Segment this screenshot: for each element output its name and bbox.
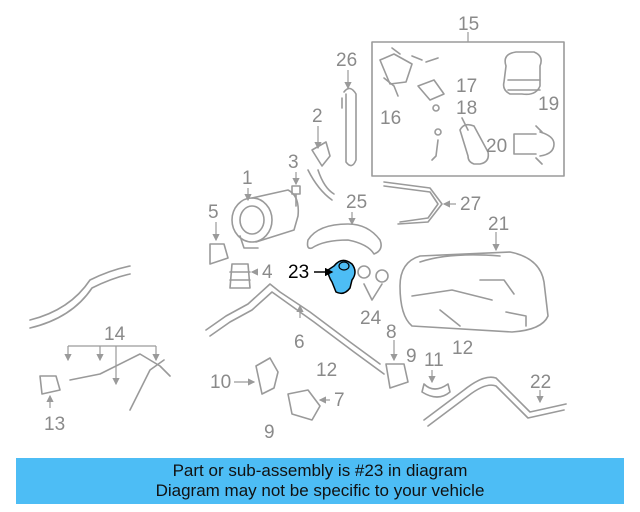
callout-9-lower: 9 <box>264 422 275 443</box>
callout-22: 22 <box>530 372 551 393</box>
part-25-hose <box>306 212 382 255</box>
callout-20: 20 <box>486 136 507 157</box>
callout-3: 3 <box>288 152 299 173</box>
part-10-bracket <box>234 357 279 395</box>
part-11-elbow <box>421 370 451 398</box>
callout-17: 17 <box>456 76 477 97</box>
part-1-air-pump <box>231 188 300 249</box>
parts-diagram: 15 26 17 16 18 19 20 2 3 1 27 25 21 5 4 … <box>29 14 567 443</box>
part-13-valve <box>39 375 61 408</box>
callout-6: 6 <box>294 332 305 353</box>
callout-13: 13 <box>44 414 65 435</box>
part-4-valve <box>229 263 258 289</box>
caption-line-2: Diagram may not be specific to your vehi… <box>155 481 485 500</box>
part-27-hose <box>383 181 456 225</box>
callout-26: 26 <box>336 50 357 71</box>
part-26-tube <box>341 70 357 167</box>
part-8-valve <box>385 340 409 389</box>
callout-27: 27 <box>460 194 481 215</box>
part-2-clamp <box>307 126 335 201</box>
part-21-reservoir <box>399 232 549 333</box>
callout-4: 4 <box>262 262 273 283</box>
callout-11: 11 <box>424 350 444 371</box>
callout-7: 7 <box>334 390 345 411</box>
part-22-pipe <box>423 376 567 427</box>
part-6-hose-line <box>205 283 385 375</box>
callout-10: 10 <box>210 372 231 393</box>
caption-line-1: Part or sub-assembly is #23 in diagram <box>172 461 468 480</box>
callout-24: 24 <box>360 308 382 329</box>
callout-23: 23 <box>288 262 309 283</box>
callout-15: 15 <box>458 14 479 35</box>
part-3-bolt <box>291 172 301 207</box>
callout-9-upper: 9 <box>406 346 417 367</box>
part-23-highlighted-hose <box>314 259 356 295</box>
callout-5: 5 <box>208 202 219 223</box>
callout-25: 25 <box>346 192 367 213</box>
caption-banner: Part or sub-assembly is #23 in diagram D… <box>16 458 624 504</box>
callout-8: 8 <box>386 322 397 343</box>
assembly-box-15 <box>371 32 565 177</box>
callout-18: 18 <box>456 98 477 119</box>
part-14-hoses <box>29 265 171 411</box>
part-5-bracket <box>209 222 229 265</box>
callout-19: 19 <box>538 94 559 115</box>
part-24-clips <box>357 265 389 301</box>
callout-14: 14 <box>104 324 126 345</box>
callout-2: 2 <box>312 106 323 127</box>
part-7-valve <box>287 389 330 421</box>
callout-12-left: 12 <box>316 360 337 381</box>
callout-16: 16 <box>380 108 401 129</box>
box-15-parts <box>379 47 555 165</box>
callout-12-right: 12 <box>452 338 473 359</box>
callout-21: 21 <box>488 214 509 235</box>
callout-1: 1 <box>242 168 253 189</box>
